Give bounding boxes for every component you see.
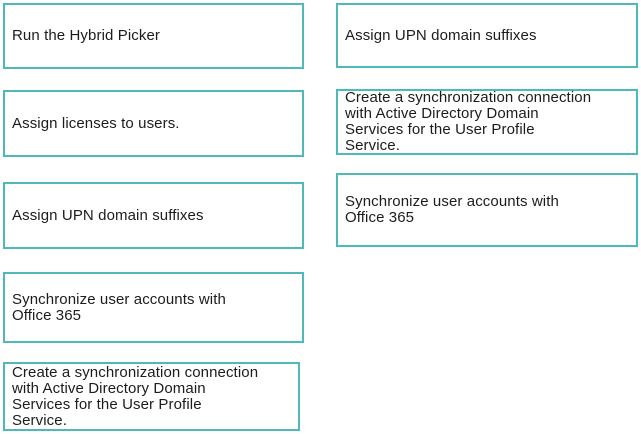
answer-box-create-sync-connection[interactable]: Create a synchronization connection with… — [336, 89, 638, 155]
option-label: Assign UPN domain suffixes — [12, 206, 204, 224]
option-label: Synchronize user accounts with Office 36… — [12, 290, 226, 324]
option-label: Run the Hybrid Picker — [12, 27, 160, 44]
answer-box-synchronize-accounts[interactable]: Synchronize user accounts with Office 36… — [336, 173, 638, 247]
option-box-assign-upn-suffixes[interactable]: Assign UPN domain suffixes — [3, 182, 304, 249]
option-box-run-hybrid-picker[interactable]: Run the Hybrid Picker — [3, 3, 304, 69]
option-box-synchronize-accounts[interactable]: Synchronize user accounts with Office 36… — [3, 272, 304, 343]
answer-label: Assign UPN domain suffixes — [345, 26, 537, 44]
option-box-create-sync-connection[interactable]: Create a synchronization connection with… — [3, 362, 300, 431]
option-label: Assign licenses to users. — [12, 114, 180, 132]
option-box-assign-licenses[interactable]: Assign licenses to users. — [3, 90, 304, 157]
answer-box-assign-upn-suffixes[interactable]: Assign UPN domain suffixes — [336, 3, 638, 68]
answer-label: Create a synchronization connection with… — [345, 89, 592, 154]
option-label: Create a synchronization connection with… — [12, 363, 259, 429]
answer-label: Synchronize user accounts with Office 36… — [345, 193, 559, 226]
